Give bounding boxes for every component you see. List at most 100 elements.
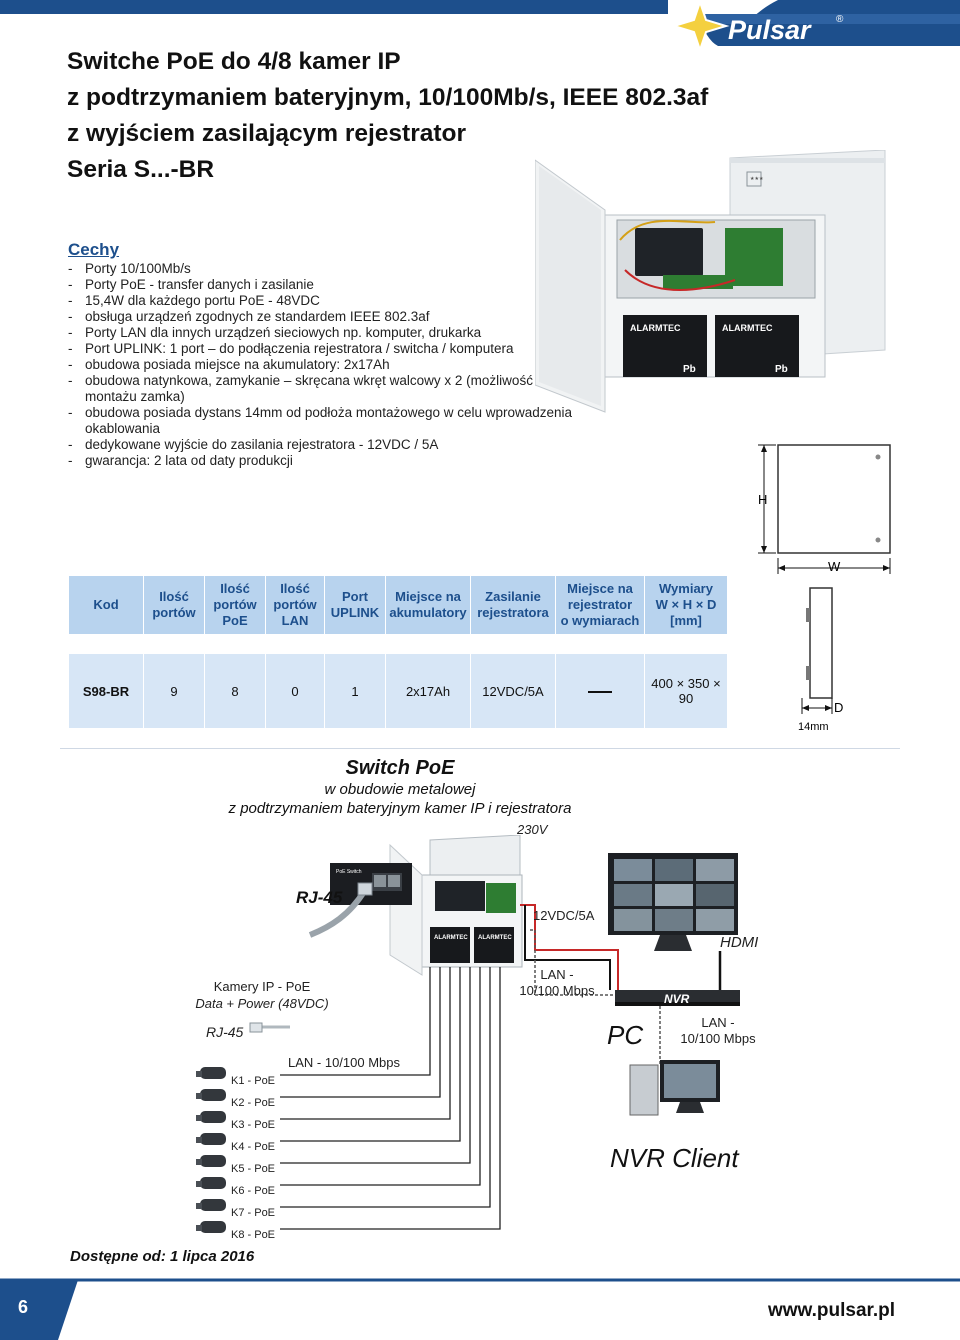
- cell-porty: 9: [143, 653, 205, 729]
- list-item: Porty LAN dla innych urządzeń sieciowych…: [68, 325, 588, 341]
- list-item: Porty 10/100Mb/s: [68, 261, 588, 277]
- pulsar-logo: Pulsar ®: [668, 0, 960, 60]
- monitor-icon: [608, 853, 738, 951]
- svg-text:PoE Switch: PoE Switch: [336, 869, 362, 875]
- list-item: Port UPLINK: 1 port – do podłączenia rej…: [68, 341, 588, 357]
- label-lan-pc: LAN -: [701, 1015, 735, 1030]
- camera-label: K5 - PoE: [231, 1163, 276, 1175]
- dimension-drawing: H W D 14mm: [758, 444, 891, 733]
- footer-band: [0, 1276, 960, 1340]
- label-lan-nvr-speed: 10/100 Mbps: [519, 983, 595, 998]
- camera-label: K4 - PoE: [231, 1141, 276, 1153]
- label-12v: 12VDC/5A: [533, 908, 595, 923]
- list-item: obudowa natynkowa, zamykanie – skręcana …: [68, 373, 588, 405]
- cell-miejsce: [555, 653, 645, 729]
- vent-icon: ★★★: [746, 171, 764, 187]
- list-item: obsługa urządzeń zgodnych ze standardem …: [68, 309, 588, 325]
- label-cameras: Kamery IP - PoE: [213, 979, 311, 994]
- camera-label: K8 - PoE: [231, 1229, 276, 1241]
- features-list: Porty 10/100Mb/s Porty PoE - transfer da…: [68, 261, 588, 469]
- rj45-small-icon: [249, 1022, 290, 1033]
- label-pc: PC: [607, 1020, 644, 1050]
- diagram-title: Switch PoE: [345, 757, 455, 779]
- list-item: obudowa posiada dystans 14mm od podłoża …: [68, 405, 588, 437]
- dash-icon: [588, 691, 612, 694]
- battery-left: ALARMTEC Pb: [623, 315, 707, 377]
- svg-text:Pb: Pb: [775, 364, 788, 375]
- list-item: obudowa posiada miejsce na akumulatory: …: [68, 357, 588, 373]
- label-lan-pc-speed: 10/100 Mbps: [680, 1031, 756, 1046]
- title-line: z podtrzymaniem bateryjnym, 10/100Mb/s, …: [67, 84, 709, 111]
- label-rj45-top: RJ-45: [296, 888, 343, 907]
- logo-text: Pulsar: [728, 15, 812, 45]
- availability-note: Dostępne od: 1 lipca 2016: [70, 1248, 255, 1265]
- star-icon: [670, 0, 730, 54]
- battery-right: ALARMTEC Pb: [715, 315, 799, 377]
- website-link[interactable]: www.pulsar.pl: [768, 1300, 896, 1321]
- svg-text:ALARMTEC: ALARMTEC: [722, 323, 773, 333]
- camera-label: K7 - PoE: [231, 1207, 276, 1219]
- list-item: gwarancja: 2 lata od daty produkcji: [68, 453, 588, 469]
- svg-text:ALARMTEC: ALARMTEC: [434, 935, 468, 941]
- diagram-subtitle: z podtrzymaniem bateryjnym kamer IP i re…: [228, 800, 572, 817]
- features-heading: Cechy: [68, 240, 120, 259]
- cell-poe: 8: [204, 653, 266, 729]
- dim-h-label: H: [758, 492, 767, 507]
- rj45-plug-icon: [308, 882, 373, 938]
- label-lan-nvr: LAN -: [540, 967, 574, 982]
- label-cameras-power: Data + Power (48VDC): [195, 996, 329, 1011]
- cell-wymiary: 400 × 350 × 90: [644, 653, 728, 729]
- label-hdmi: HDMI: [720, 934, 759, 951]
- camera-label: K6 - PoE: [231, 1185, 276, 1197]
- camera-label: K1 - PoE: [231, 1075, 276, 1087]
- page-number: 6: [18, 1297, 29, 1317]
- camera-cables: [280, 967, 501, 1230]
- product-photo: ★★★ ALARMTEC Pb ALARMTEC Pb: [535, 150, 886, 413]
- svg-text:ALARMTEC: ALARMTEC: [630, 323, 681, 333]
- cell-lan: 0: [265, 653, 325, 729]
- list-item: dedykowane wyjście do zasilania rejestra…: [68, 437, 588, 453]
- camera-label: K3 - PoE: [231, 1119, 276, 1131]
- title-line: Seria S...-BR: [67, 156, 215, 183]
- table-row: S98-BR 9 8 0 1 2x17Ah 12VDC/5A 400 × 350…: [68, 653, 728, 729]
- col-kod: Kod: [68, 575, 144, 635]
- label-lan-cameras: LAN - 10/100 Mbps: [288, 1055, 401, 1070]
- label-rj45-left: RJ-45: [206, 1024, 244, 1040]
- svg-text:ALARMTEC: ALARMTEC: [478, 935, 512, 941]
- page-title: Switche PoE do 4/8 kamer IP z podtrzyman…: [67, 44, 708, 188]
- label-nvr: NVR: [664, 992, 690, 1006]
- connection-diagram: ALARMTEC ALARMTEC PoE Switch: [196, 835, 740, 1233]
- dim-d-label: D: [834, 700, 843, 715]
- label-nvr-client: NVR Client: [610, 1143, 739, 1173]
- list-item: Porty PoE - transfer danych i zasilanie: [68, 277, 588, 293]
- title-line: Switche PoE do 4/8 kamer IP: [67, 48, 401, 75]
- pc-icon: [629, 1060, 720, 1116]
- divider: [60, 748, 900, 749]
- cell-uplink: 1: [324, 653, 386, 729]
- title-line: z wyjściem zasilającym rejestrator: [67, 120, 467, 147]
- cell-zasilanie: 12VDC/5A: [470, 653, 556, 729]
- svg-text:★★★: ★★★: [750, 176, 764, 182]
- camera-label: K2 - PoE: [231, 1097, 276, 1109]
- nvr-icon: [615, 990, 740, 1006]
- dim-spacer-label: 14mm: [798, 721, 829, 733]
- diagram-subtitle: w obudowie metalowej: [324, 781, 476, 798]
- svg-text:Pb: Pb: [683, 364, 696, 375]
- list-item: 15,4W dla każdego portu PoE - 48VDC: [68, 293, 588, 309]
- dim-w-label: W: [828, 559, 841, 574]
- cell-kod: S98-BR: [68, 653, 144, 729]
- cell-akumulatory: 2x17Ah: [385, 653, 471, 729]
- camera-icons: [196, 1067, 226, 1233]
- label-230v: 230V: [517, 822, 548, 837]
- registered-mark: ®: [836, 14, 844, 25]
